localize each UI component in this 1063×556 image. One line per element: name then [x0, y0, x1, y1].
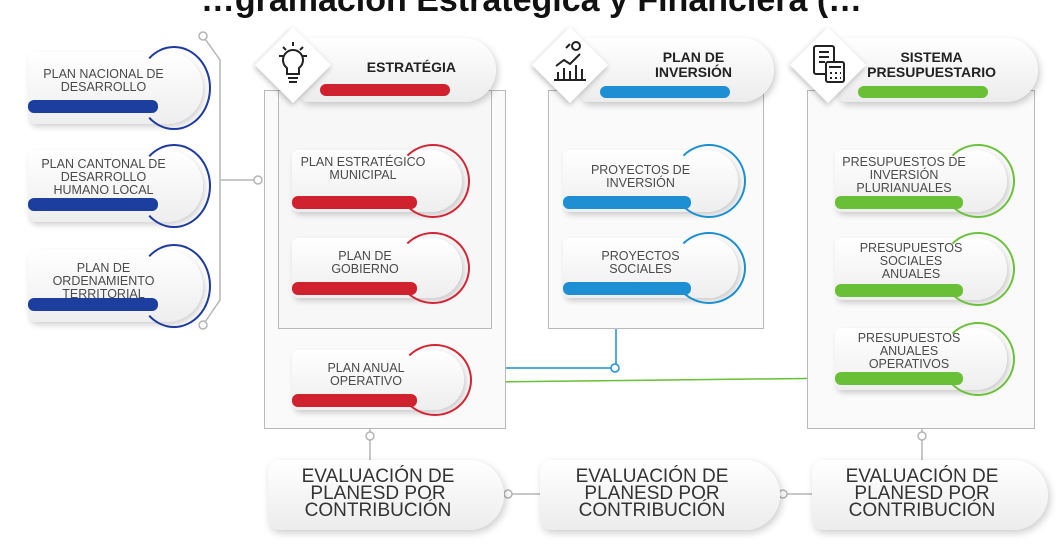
lightbulb-icon [279, 42, 307, 83]
evaluation-line3: CONTRIBUCIÓN [848, 500, 996, 521]
card-plan-estrategico: PLAN ESTRATÉGICO MUNICIPAL [292, 144, 470, 218]
budget-calculator-icon [813, 45, 845, 83]
diagram-title: …gramación Estratégica y Financiera (… [200, 0, 863, 19]
color-bar [563, 196, 691, 209]
evaluation-line1: EVALUACIÓN DE [575, 466, 729, 487]
card-plan-nacional: PLAN NACIONAL DE DESARROLLO [28, 46, 211, 130]
header-title-line2: INVERSIÓN [654, 64, 732, 80]
header-title-line2: PRESUPUESTARIO [867, 64, 996, 80]
evaluation-line3: CONTRIBUCIÓN [304, 500, 452, 521]
evaluation-line3: CONTRIBUCIÓN [578, 500, 726, 521]
header-title-line1: PLAN DE [662, 49, 725, 65]
card-label: PLAN ANUAL OPERATIVO [327, 361, 405, 388]
color-bar [292, 196, 417, 209]
color-bar [28, 298, 158, 311]
card-label: PRESUPUESTOS DE INVERSIÓN PLURIANUALES [842, 155, 966, 195]
color-bar [835, 284, 963, 297]
evaluation-line2: PLANESD POR [854, 483, 990, 504]
card-plan-cantonal: PLAN CANTONAL DE DESARROLLO HUMANO LOCAL [28, 144, 211, 228]
card-label: PLAN CANTONAL DE DESARROLLO HUMANO LOCAL [41, 157, 166, 197]
color-bar [835, 372, 963, 385]
card-label: PROYECTOS SOCIALES [601, 249, 680, 276]
evaluation-text: EVALUACIÓN DE PLANESD POR CONTRIBUCIÓN [278, 466, 478, 521]
header-inversion: PLAN DE INVERSIÓN [580, 38, 774, 102]
card-label: PLAN NACIONAL DE DESARROLLO [43, 67, 164, 94]
card-presupuestos-sociales: PRESUPUESTOS SOCIALES ANUALES [835, 232, 1015, 306]
header-estrategia: ESTRATÉGIA [300, 38, 496, 102]
header-title: SISTEMA PRESUPUESTARIO [867, 50, 996, 80]
investment-chart-icon [554, 41, 586, 81]
color-bar [320, 84, 450, 96]
evaluation-line1: EVALUACIÓN DE [301, 466, 455, 487]
evaluation-box-inversion: EVALUACIÓN DE PLANESD POR CONTRIBUCIÓN [540, 460, 780, 530]
evaluation-box-estrategia: EVALUACIÓN DE PLANESD POR CONTRIBUCIÓN [268, 460, 504, 530]
card-label: PLAN DE ORDENAMIENTO TERRITORIAL [52, 261, 155, 301]
evaluation-line1: EVALUACIÓN DE [845, 466, 999, 487]
color-bar [858, 86, 988, 98]
card-plan-anual-operativo: PLAN ANUAL OPERATIVO [292, 344, 472, 416]
card-label: PRESUPUESTOS ANUALES OPERATIVOS [857, 331, 961, 371]
card-proyectos-inversion: PROYECTOS DE INVERSIÓN [563, 144, 746, 218]
card-label: PROYECTOS DE INVERSIÓN [590, 163, 691, 190]
evaluation-line2: PLANESD POR [584, 483, 720, 504]
evaluation-box-presupuesto: EVALUACIÓN DE PLANESD POR CONTRIBUCIÓN [812, 460, 1048, 530]
evaluation-text: EVALUACIÓN DE PLANESD POR CONTRIBUCIÓN [550, 466, 754, 521]
evaluation-text: EVALUACIÓN DE PLANESD POR CONTRIBUCIÓN [822, 466, 1022, 521]
header-title: ESTRATÉGIA [366, 59, 456, 75]
color-bar [28, 100, 158, 113]
color-bar [292, 282, 417, 295]
color-bar [28, 198, 158, 211]
card-label: PLAN ESTRATÉGICO MUNICIPAL [300, 155, 426, 182]
card-plan-gobierno: PLAN DE GOBIERNO [292, 232, 470, 304]
color-bar [835, 196, 963, 209]
color-bar [600, 86, 730, 98]
card-presupuestos-plurianuales: PRESUPUESTOS DE INVERSIÓN PLURIANUALES [835, 144, 1015, 218]
header-presupuesto: SISTEMA PRESUPUESTARIO [838, 38, 1038, 102]
card-label: PRESUPUESTOS SOCIALES ANUALES [859, 241, 963, 281]
header-title: PLAN DE INVERSIÓN [655, 50, 732, 80]
evaluation-line2: PLANESD POR [310, 483, 446, 504]
color-bar [563, 282, 691, 295]
color-bar [292, 394, 417, 407]
card-presupuestos-operativos: PRESUPUESTOS ANUALES OPERATIVOS [835, 322, 1015, 396]
card-proyectos-sociales: PROYECTOS SOCIALES [563, 232, 746, 304]
card-plan-ordenamiento: PLAN DE ORDENAMIENTO TERRITORIAL [28, 244, 211, 328]
card-label: PLAN DE GOBIERNO [331, 249, 399, 276]
header-title-line1: SISTEMA [900, 49, 963, 65]
